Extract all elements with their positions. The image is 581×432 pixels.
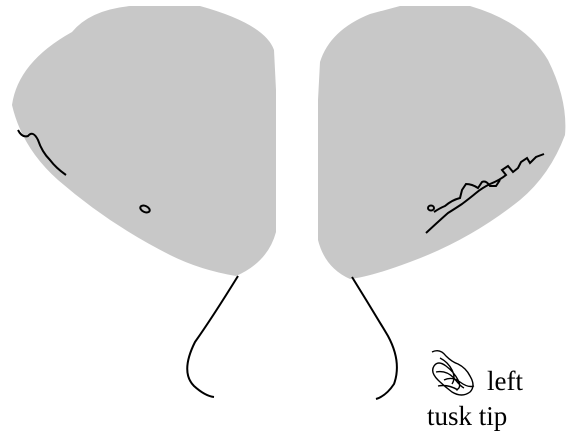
- right-region: [318, 6, 565, 279]
- left-lower-curve: [187, 276, 238, 397]
- annotation-label-line1: left: [487, 368, 523, 395]
- right-lower-curve: [352, 277, 397, 399]
- tusk-tip-scribble: [432, 351, 474, 395]
- left-region: [12, 6, 276, 276]
- annotation-label-line2: tusk tip: [427, 403, 507, 430]
